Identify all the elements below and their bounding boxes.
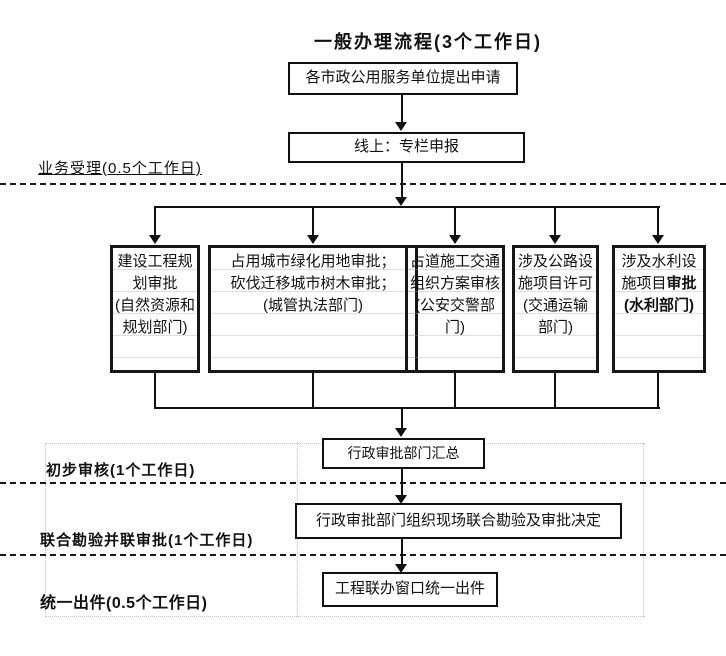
flow-box-apply: 各市政公用服务单位提出申请 [288,62,518,95]
box-text-line: (城管执法部门) [263,297,363,314]
flow-box-unified-output: 工程联办窗口统一出件 [322,572,498,607]
arrow-down-icon [395,495,407,504]
box-text-line: 占用城市绿化用地审批； [230,253,396,270]
arrow-down-icon [652,235,664,244]
arrow-down-icon [395,122,407,131]
connector-split-bar [154,206,660,208]
box-text-line: (公安交警部门) [415,297,495,336]
connector-line [454,206,456,235]
arrow-down-icon [395,197,407,206]
box-text-line: 占道施工交通组织方案审核 [410,253,501,292]
page-title: 一般办理流程(3个工作日) [314,32,542,52]
arrow-down-icon [395,564,407,573]
lane-label-acceptance: 业务受理(0.5个工作日) [38,160,202,177]
box-text-line: 涉及水利设施项目审批(水利部门) [617,251,701,317]
box-text-bold: 审批(水利部门) [624,275,697,314]
box-text-line: 建设工程规划审批 [117,253,193,292]
connector-line [554,206,556,235]
faint-grid-line [45,443,46,617]
connector-line [154,371,156,408]
arrow-down-icon [307,235,319,244]
flow-box-joint-inspection: 行政审批部门组织现场联合勘验及审批决定 [295,503,622,539]
connector-line [401,95,403,122]
connector-merge-bar [154,407,660,409]
connector-line [401,469,403,495]
lane-divider-2 [0,482,726,484]
connector-line [454,371,456,408]
lane-divider-1 [0,183,726,185]
flow-box-online-declare: 线上：专栏申报 [288,132,525,163]
connector-line [554,371,556,408]
flow-box-summary: 行政审批部门汇总 [322,438,485,469]
faint-grid-line [643,443,644,617]
connector-line [657,206,659,235]
arrow-down-icon [149,235,161,244]
flow-box-water-approval: 涉及水利设施项目审批(水利部门) [612,245,706,373]
box-text-line: 砍伐迁移城市树木审批； [230,275,396,292]
lane-divider-3 [0,554,726,556]
flow-box-greenery-approval: 占用城市绿化用地审批； 砍伐迁移城市树木审批； (城管执法部门) [208,245,418,373]
lane-label-joint-inspection: 联合勘验并联审批(1个工作日) [40,532,254,549]
arrow-down-icon [449,235,461,244]
lane-label-unified-output: 统一出件(0.5个工作日) [40,595,208,612]
flow-box-traffic-approval: 占道施工交通组织方案审核 (公安交警部门) [405,245,505,373]
connector-line [401,539,403,564]
connector-line [154,206,156,235]
faint-grid-line [45,616,645,617]
box-text-normal: 涉及水利设施项目 [621,253,697,292]
arrow-down-icon [395,428,407,437]
connector-line [312,371,314,408]
connector-line [401,163,403,197]
flow-box-planning-approval: 建设工程规划审批 (自然资源和规划部门) [110,245,200,373]
connector-line [312,206,314,235]
box-text-line: (自然资源和规划部门) [115,297,195,336]
connector-line [657,371,659,408]
lane-label-preliminary-review: 初步审核(1个工作日) [46,462,196,479]
connector-line [401,407,403,428]
arrow-down-icon [549,235,561,244]
flow-box-highway-approval: 涉及公路设施项目许可(交通运输部门) [512,245,599,373]
box-text-line: 涉及公路设施项目许可(交通运输部门) [517,253,593,336]
